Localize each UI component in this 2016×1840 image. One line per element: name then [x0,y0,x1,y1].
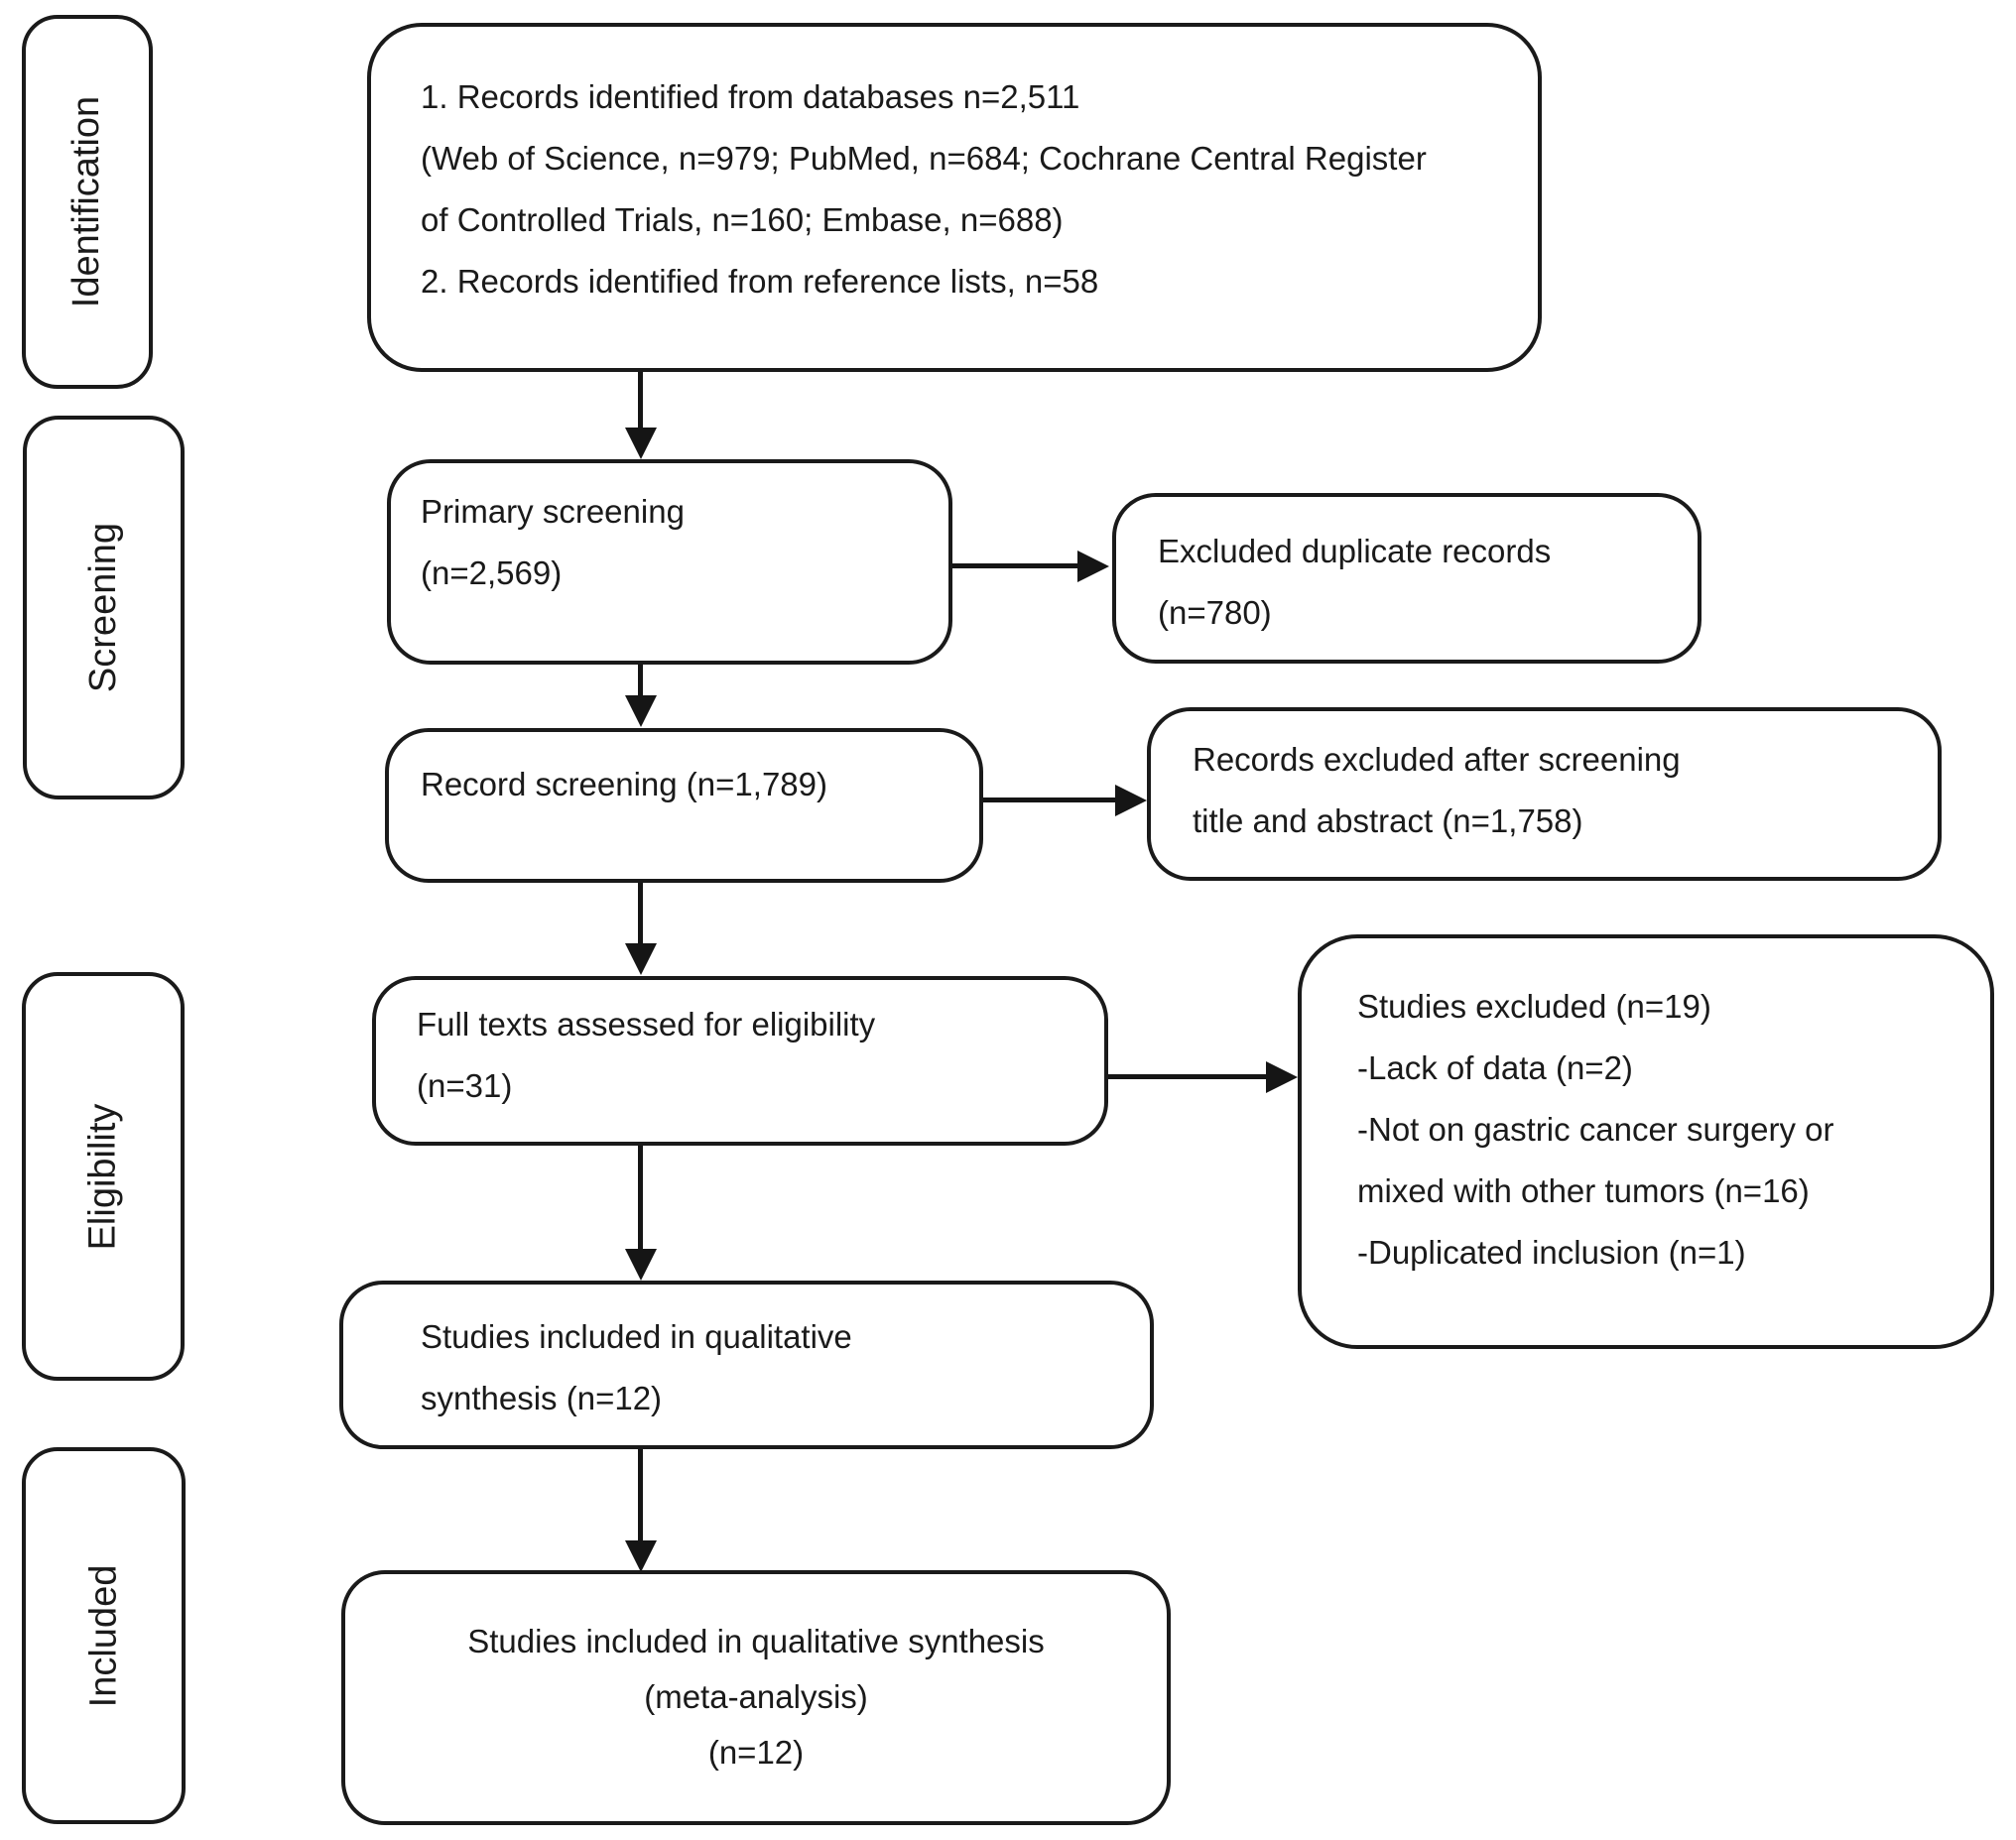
excluded-duplicates-line: Excluded duplicate records [1158,533,1552,569]
records-excluded-box: Records excluded after screening title a… [1147,707,1942,881]
studies-excluded-line: mixed with other tumors (n=16) [1357,1172,1810,1209]
studies-excluded-line: Studies excluded (n=19) [1357,988,1711,1025]
stage-box-eligibility: Eligibility [22,972,185,1381]
arrowhead-down-icon [625,1249,657,1281]
record-screening-line: Record screening (n=1,789) [421,766,827,802]
arrowhead-right-icon [1077,551,1109,582]
arrow-shaft [1108,1074,1268,1079]
studies-excluded-box: Studies excluded (n=19) -Lack of data (n… [1298,934,1994,1349]
qualitative-synthesis-line: synthesis (n=12) [421,1380,663,1416]
stage-label-identification: Identification [65,95,108,308]
studies-excluded-line: -Not on gastric cancer surgery or [1357,1111,1834,1148]
arrow-shaft [983,797,1115,802]
records-excluded-line: title and abstract (n=1,758) [1193,802,1583,839]
full-texts-line: (n=31) [417,1067,513,1104]
qualitative-synthesis-box: Studies included in qualitative synthesi… [339,1281,1154,1449]
stage-label-eligibility: Eligibility [81,1103,124,1250]
meta-analysis-line: Studies included in qualitative synthesi… [467,1623,1045,1659]
primary-screening-box: Primary screening (n=2,569) [387,459,952,665]
arrowhead-down-icon [625,428,657,459]
arrow-shaft [638,1146,643,1251]
full-texts-line: Full texts assessed for eligibility [417,1006,876,1043]
arrowhead-down-icon [625,943,657,975]
studies-excluded-line: -Lack of data (n=2) [1357,1049,1633,1086]
meta-analysis-line: (n=12) [707,1734,805,1771]
arrow-shaft [638,1449,643,1542]
stage-label-included: Included [81,1564,124,1707]
qualitative-synthesis-line: Studies included in qualitative [421,1318,852,1355]
stage-label-screening: Screening [82,522,124,693]
stage-box-screening: Screening [23,416,185,799]
primary-screening-line: Primary screening [421,493,685,530]
arrowhead-down-icon [625,695,657,727]
arrow-shaft [952,563,1077,568]
stage-box-included: Included [22,1447,186,1824]
stage-box-identification: Identification [22,15,153,389]
excluded-duplicates-line: (n=780) [1158,594,1272,631]
arrowhead-down-icon [625,1540,657,1572]
meta-analysis-line: (meta-analysis) [644,1678,868,1715]
arrowhead-right-icon [1266,1061,1298,1093]
record-screening-box: Record screening (n=1,789) [385,728,983,883]
meta-analysis-box: Studies included in qualitative synthesi… [341,1570,1171,1825]
arrow-shaft [638,372,643,431]
full-texts-box: Full texts assessed for eligibility (n=3… [372,976,1108,1146]
excluded-duplicates-box: Excluded duplicate records (n=780) [1112,493,1701,664]
records-excluded-line: Records excluded after screening [1193,741,1681,778]
records-identified-line: 2. Records identified from reference lis… [421,263,1099,300]
arrow-shaft [638,883,643,945]
records-identified-box: 1. Records identified from databases n=2… [367,23,1542,372]
records-identified-line: (Web of Science, n=979; PubMed, n=684; C… [421,140,1427,177]
records-identified-line: of Controlled Trials, n=160; Embase, n=6… [421,201,1064,238]
studies-excluded-line: -Duplicated inclusion (n=1) [1357,1234,1746,1271]
arrowhead-right-icon [1115,785,1147,816]
primary-screening-line: (n=2,569) [421,554,563,591]
arrow-shaft [638,665,643,697]
records-identified-line: 1. Records identified from databases n=2… [421,78,1080,115]
